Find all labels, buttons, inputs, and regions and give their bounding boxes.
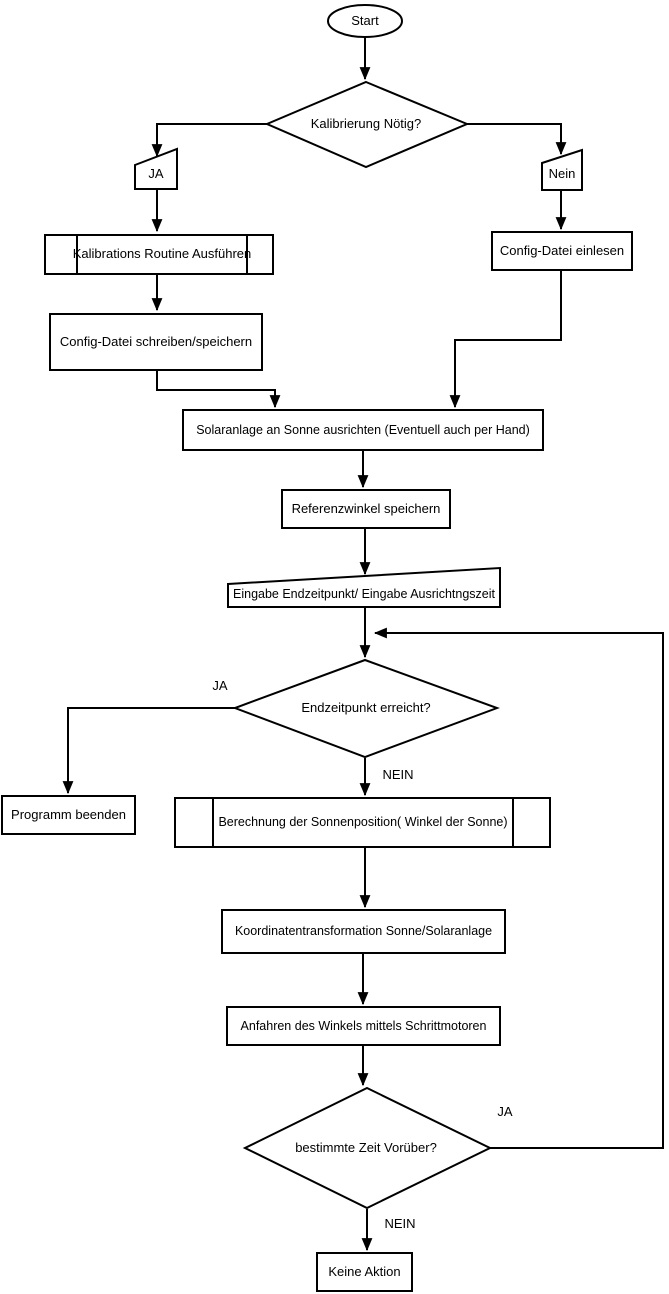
connector-endtime-ja-to-programend — [62, 707, 235, 795]
calibration-routine-shape — [44, 234, 274, 275]
connector-configwrite-to-align — [156, 371, 281, 409]
connector-calibration-to-nein — [467, 123, 567, 156]
no-action-shape — [316, 1252, 413, 1292]
connector-loop-back — [373, 627, 664, 1149]
decision-time-elapsed-shape — [242, 1086, 493, 1210]
start-terminator-shape — [327, 4, 403, 38]
program-end-shape — [1, 795, 136, 835]
ja-card-shape — [134, 147, 178, 190]
align-solar-shape — [182, 409, 544, 451]
connector-configread-to-align — [449, 271, 562, 409]
config-write-shape — [49, 313, 263, 371]
coordinate-transform-shape — [221, 909, 506, 954]
input-endtime-shape — [227, 566, 501, 608]
sun-position-shape — [174, 797, 551, 848]
save-reference-shape — [281, 489, 451, 529]
connectors — [62, 38, 664, 1252]
decision-calibration-shape — [264, 80, 470, 169]
node-shapes — [1, 4, 633, 1292]
decision-endtime-shape — [232, 658, 500, 759]
config-read-shape — [491, 231, 633, 271]
nein-card-shape — [541, 148, 583, 191]
drive-motors-shape — [226, 1006, 501, 1046]
connector-calibration-to-ja — [151, 123, 267, 158]
